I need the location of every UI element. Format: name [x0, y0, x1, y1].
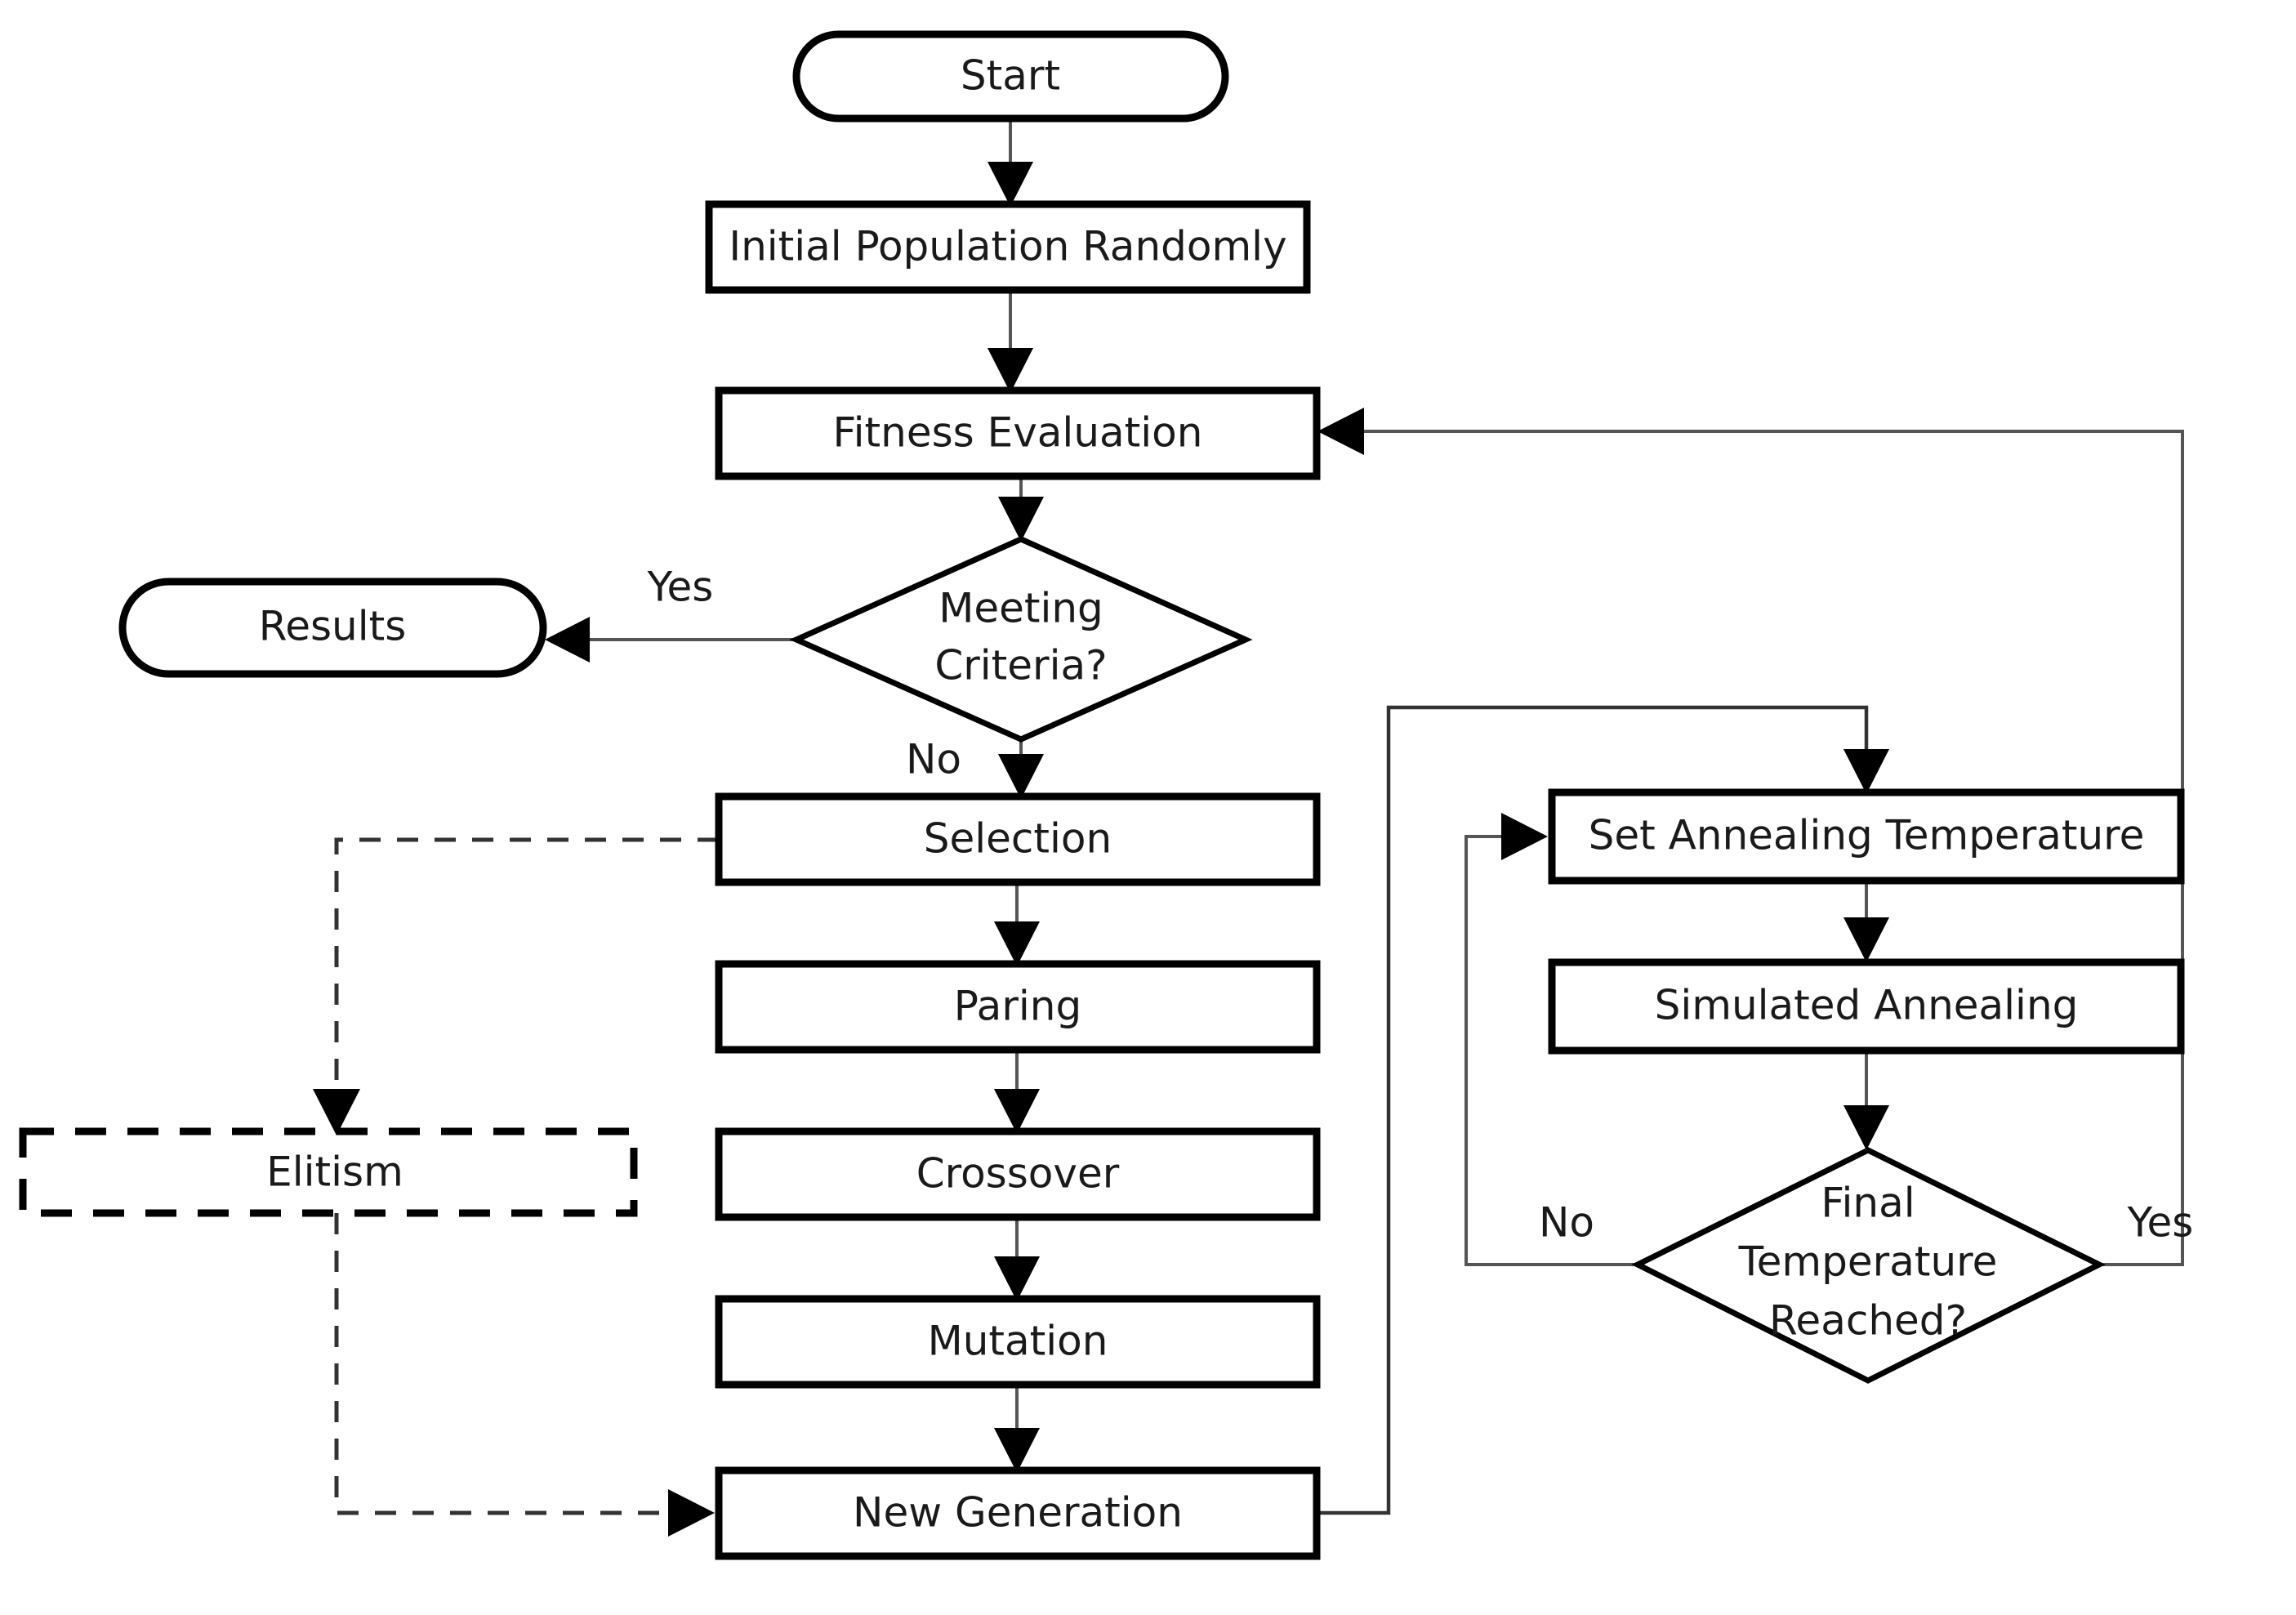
node-final-temperature-label-line1: Final	[1821, 1180, 1915, 1227]
edge-elitism-to-new-generation	[334, 1213, 715, 1537]
edge-selection-to-elitism	[313, 837, 719, 1135]
node-mutation[interactable]: Mutation	[715, 1295, 1321, 1389]
node-set-annealing-temperature-label: Set Annealing Temperature	[1589, 812, 2145, 859]
edge-fitness-to-meeting-criteria	[998, 476, 1044, 542]
edge-label-criteria-no: No	[906, 736, 961, 783]
edge-initial-population-to-fitness	[988, 290, 1033, 393]
node-final-temperature[interactable]: Final Temperature Reached?	[1631, 1147, 2106, 1384]
edge-paring-to-crossover	[994, 1050, 1040, 1134]
edge-label-final-temp-no: No	[1539, 1199, 1594, 1247]
node-meeting-criteria-label-line2: Criteria?	[934, 642, 1107, 689]
node-fitness-evaluation-label: Fitness Evaluation	[833, 409, 1203, 457]
edge-simulated-annealing-to-final-temperature	[1843, 1050, 1889, 1150]
edge-meeting-criteria-to-results	[545, 617, 796, 663]
node-set-annealing-temperature[interactable]: Set Annealing Temperature	[1548, 788, 2185, 885]
edge-crossover-to-mutation	[994, 1217, 1040, 1301]
node-final-temperature-label-line3: Reached?	[1769, 1297, 1967, 1345]
node-start[interactable]: Start	[792, 30, 1229, 123]
node-mutation-label: Mutation	[928, 1318, 1108, 1365]
node-fitness-evaluation[interactable]: Fitness Evaluation	[715, 386, 1321, 480]
edge-start-to-initial-population	[988, 118, 1033, 207]
node-start-label: Start	[961, 52, 1060, 100]
node-selection-label: Selection	[924, 815, 1112, 863]
node-paring-label: Paring	[954, 983, 1081, 1030]
edge-label-final-temp-yes: Yes	[2127, 1199, 2194, 1247]
node-elitism-label: Elitism	[266, 1149, 403, 1196]
node-elitism[interactable]: Elitism	[19, 1127, 638, 1217]
node-selection[interactable]: Selection	[715, 792, 1321, 886]
node-results[interactable]: Results	[118, 578, 547, 678]
node-crossover-label: Crossover	[916, 1150, 1120, 1198]
node-paring[interactable]: Paring	[715, 960, 1321, 1054]
edge-set-annealing-to-simulated-annealing	[1843, 881, 1889, 962]
node-initial-population[interactable]: Initial Population Randomly	[705, 200, 1311, 294]
node-simulated-annealing[interactable]: Simulated Annealing	[1548, 958, 2185, 1055]
edge-final-temperature-no-to-set-annealing	[1465, 813, 1638, 1266]
node-crossover[interactable]: Crossover	[715, 1127, 1321, 1221]
node-initial-population-label: Initial Population Randomly	[729, 223, 1286, 270]
node-meeting-criteria-label-line1: Meeting	[938, 585, 1103, 632]
edge-new-generation-to-set-annealing	[1317, 705, 1889, 1515]
node-simulated-annealing-label: Simulated Annealing	[1655, 982, 2079, 1029]
node-new-generation-label: New Generation	[853, 1489, 1183, 1537]
node-final-temperature-label-line2: Temperature	[1738, 1238, 1998, 1286]
edge-label-criteria-yes: Yes	[647, 564, 714, 611]
node-results-label: Results	[259, 603, 407, 650]
edge-meeting-criteria-to-selection	[998, 739, 1044, 799]
edge-selection-to-paring	[994, 882, 1040, 966]
edge-mutation-to-new-generation	[994, 1385, 1040, 1473]
node-new-generation[interactable]: New Generation	[715, 1466, 1321, 1560]
node-meeting-criteria[interactable]: Meeting Criteria?	[789, 536, 1253, 743]
